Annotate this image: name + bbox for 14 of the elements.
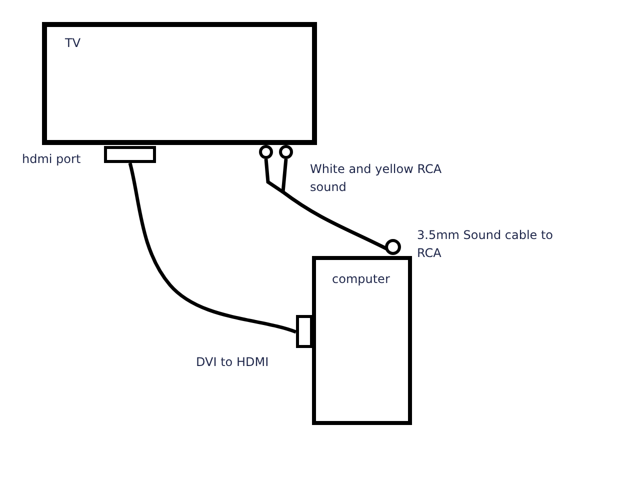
jack-connector [279, 145, 293, 159]
device-label: computer [332, 272, 390, 286]
device-box [42, 22, 317, 145]
port-caption: DVI to HDMI [196, 354, 270, 371]
port-connector [296, 315, 313, 348]
port-caption: White and yellow RCA sound [310, 161, 443, 196]
jack-connector [259, 145, 273, 159]
port-connector [104, 146, 156, 163]
jack-connector [385, 239, 401, 255]
port-caption: 3.5mm Sound cable to RCA [417, 227, 554, 262]
cable [128, 162, 297, 334]
port-caption: hdmi port [22, 151, 82, 168]
device-box [312, 256, 412, 425]
device-label: TV [65, 36, 81, 50]
